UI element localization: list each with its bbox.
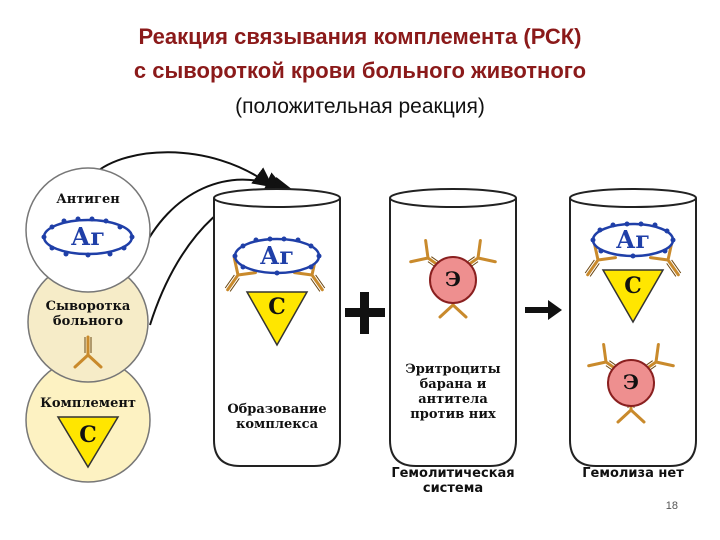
tube1-caption: Образование комплекса xyxy=(227,402,327,432)
arrow-right-icon xyxy=(525,300,562,320)
complement-symbol: С xyxy=(79,422,97,448)
plus-icon xyxy=(345,292,385,334)
tube1-complement-symbol: С xyxy=(268,294,286,320)
tube3-complement-symbol: С xyxy=(624,273,642,299)
complement-triangle xyxy=(56,416,120,469)
page-number: 18 xyxy=(665,500,678,512)
tube1-antigen-symbol: Аг xyxy=(259,241,295,270)
erythrocyte xyxy=(607,359,655,407)
tube2-erythrocyte-symbol: Э xyxy=(445,267,461,291)
hemolytic-system-label: Гемолитическая система xyxy=(391,466,515,496)
tube-1 xyxy=(213,188,341,467)
no-hemolysis-label: Гемолиза нет xyxy=(582,466,684,481)
tube-3 xyxy=(569,188,697,467)
serum-label: Сыворотка больного xyxy=(45,299,131,329)
antigen-label: Антиген xyxy=(56,192,120,207)
complement-label: Комплемент xyxy=(40,396,136,411)
complement-triangle xyxy=(601,269,665,324)
title-subtitle: (положительная реакция) xyxy=(235,95,485,118)
complement-triangle xyxy=(245,291,309,347)
antigen-symbol: Аг xyxy=(70,222,106,251)
title-line-2: с сывороткой крови больного животного xyxy=(133,58,587,83)
tube3-erythrocyte-symbol: Э xyxy=(623,370,639,394)
erythrocyte xyxy=(429,256,477,304)
tube2-caption: Эритроциты барана и антитела против них xyxy=(405,362,501,422)
title-line-1: Реакция связывания комплемента (РСК) xyxy=(138,24,582,49)
antigen-circle xyxy=(25,167,151,293)
tube-2 xyxy=(389,188,517,467)
tube3-antigen-symbol: Аг xyxy=(615,225,651,254)
complement-circle xyxy=(25,357,151,483)
